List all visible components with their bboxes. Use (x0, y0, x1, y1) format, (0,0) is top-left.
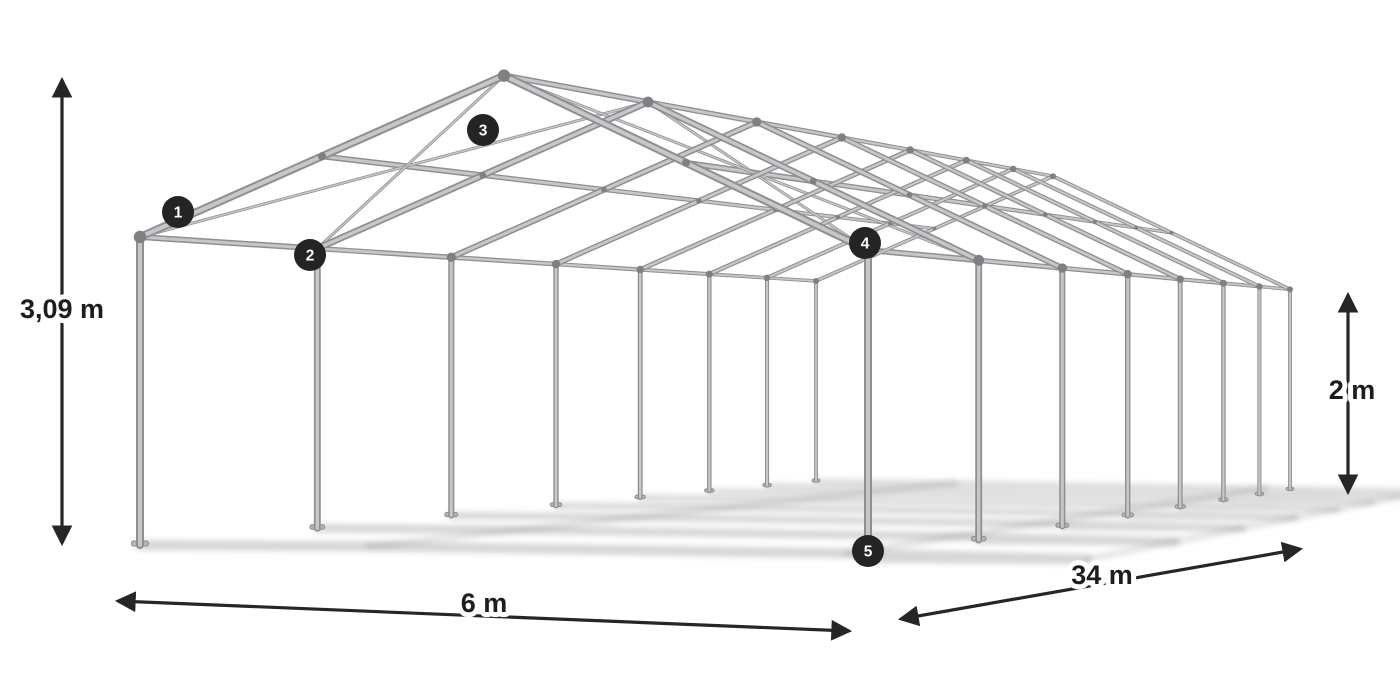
gable-frame-4 (549, 133, 1134, 519)
part-marker-number: 2 (306, 248, 315, 265)
part-marker-number: 5 (864, 544, 873, 561)
part-markers: 1 2 3 4 5 (162, 114, 884, 567)
part-marker-number: 3 (479, 123, 488, 140)
length-label: 34 m (1071, 560, 1133, 590)
part-marker-5: 5 (852, 535, 884, 567)
gable-frame-1 (131, 69, 877, 562)
dimension-annotations: 3,09 m 2 m 6 m 34 m (15, 76, 1380, 641)
width-label: 6 m (461, 588, 508, 618)
gable-frame-5 (634, 146, 1186, 510)
part-marker-number: 1 (174, 205, 183, 222)
gable-frame-3 (444, 117, 1070, 530)
gable-frame-2 (309, 96, 987, 544)
width-dimension-arrow (114, 591, 853, 641)
gable-frame-8 (811, 173, 1295, 492)
ground-shadows (135, 479, 1400, 565)
part-marker-1: 1 (162, 196, 194, 228)
length-dimension-arrow (897, 541, 1304, 627)
part-marker-number: 4 (861, 236, 870, 253)
part-marker-4: 4 (849, 227, 881, 259)
total-height-label: 3,09 m (20, 294, 104, 324)
steel-frame (131, 69, 1295, 562)
part-marker-2: 2 (294, 239, 326, 271)
gable-frame-6 (704, 156, 1229, 503)
side-height-label: 2 m (1329, 375, 1376, 405)
gable-frame-7 (762, 165, 1265, 497)
part-marker-3: 3 (467, 114, 499, 146)
